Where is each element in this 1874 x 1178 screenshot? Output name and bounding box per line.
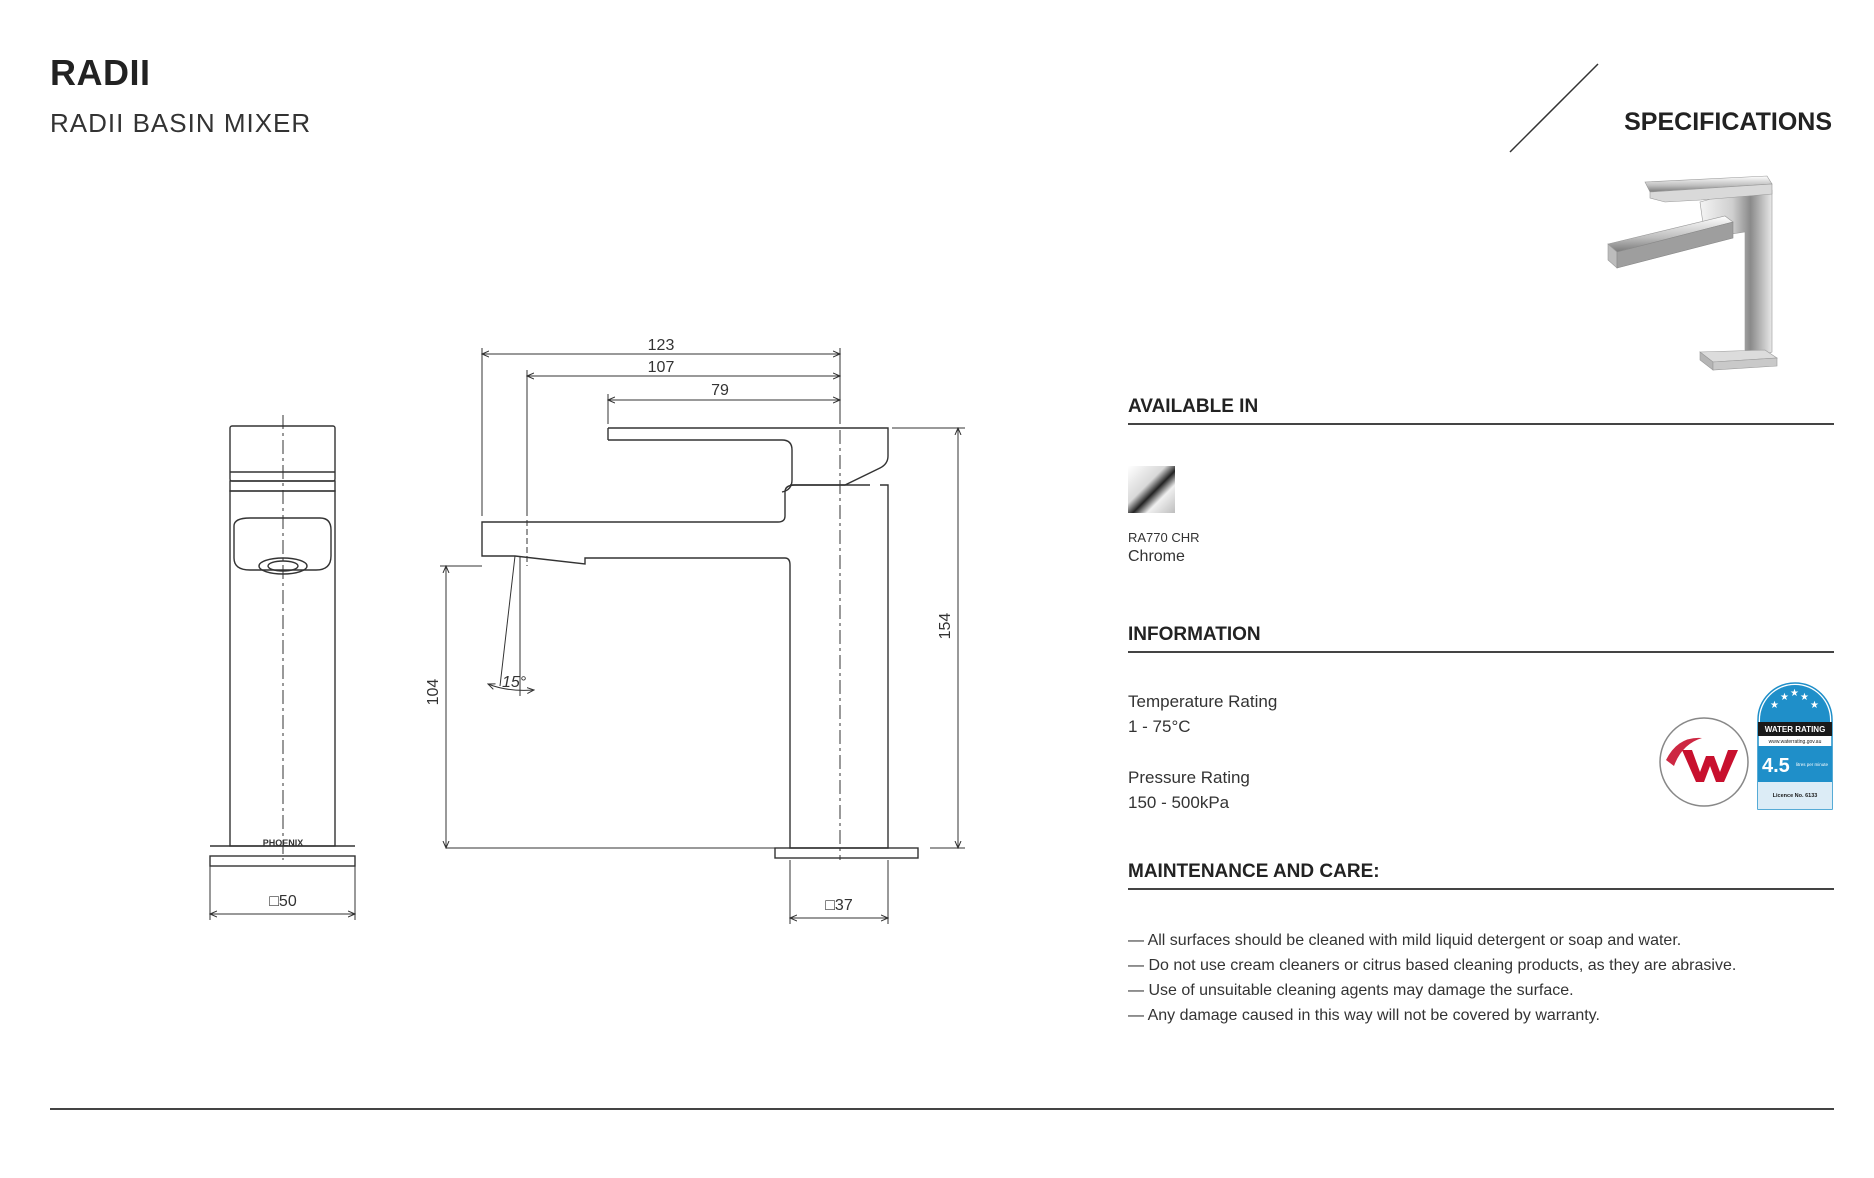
dim-body-square: □37 [825,897,853,914]
technical-drawing: PHOENIX [190,337,965,924]
brand-mark-text: PHOENIX [263,838,304,848]
dim-base-square: □50 [269,893,297,910]
list-item: — All surfaces should be cleaned with mi… [1128,932,1682,949]
temperature-label: Temperature Rating [1128,692,1278,711]
footer-divider [50,1108,1834,1110]
list-item: — Do not use cream cleaners or citrus ba… [1128,957,1737,974]
water-rating-url: www.waterrating.gov.au [1769,739,1822,745]
svg-text:★: ★ [1780,692,1789,703]
svg-text:★: ★ [1790,688,1799,699]
dim-123: 123 [648,337,675,354]
finish-code: RA770 CHR [1128,530,1200,545]
pressure-label: Pressure Rating [1128,768,1250,787]
svg-text:★: ★ [1810,700,1819,711]
chrome-swatch[interactable] [1128,466,1175,513]
product-name: RADII BASIN MIXER [50,108,312,138]
maintenance-list: — All surfaces should be cleaned with mi… [1128,928,1736,1028]
water-rating-heading: WATER RATING [1765,725,1826,734]
water-rating-label: ★ ★ ★ ★ ★ WATER RATING www.waterrating.g… [1757,682,1833,810]
product-photo [1607,175,1778,371]
svg-text:★: ★ [1770,700,1779,711]
svg-text:★: ★ [1800,692,1809,703]
available-in-heading: AVAILABLE IN [1128,396,1834,425]
dim-154: 154 [937,613,954,640]
finish-name: Chrome [1128,548,1185,565]
list-item: — Any damage caused in this way will not… [1128,1007,1600,1024]
side-view [481,427,919,860]
watermark-w-logo-icon [1659,717,1749,807]
water-rating-value: 4.5 [1762,755,1790,777]
dim-107: 107 [648,359,675,376]
dim-79: 79 [711,382,729,399]
dimension-lines [440,348,965,924]
temperature-value: 1 - 75°C [1128,717,1191,736]
pressure-value: 150 - 500kPa [1128,793,1230,812]
information-heading: INFORMATION [1128,624,1834,653]
front-view [210,415,355,920]
specifications-heading: SPECIFICATIONS [1624,108,1832,136]
decorative-slash [1509,63,1599,153]
brand-title: RADII [50,52,151,93]
dim-104: 104 [425,679,442,706]
dim-angle: 15° [502,674,527,691]
water-rating-license: Licence No. 6133 [1773,793,1818,799]
water-rating-unit: litres per minute [1796,762,1829,767]
maintenance-heading: MAINTENANCE AND CARE: [1128,861,1834,890]
list-item: — Use of unsuitable cleaning agents may … [1128,982,1574,999]
